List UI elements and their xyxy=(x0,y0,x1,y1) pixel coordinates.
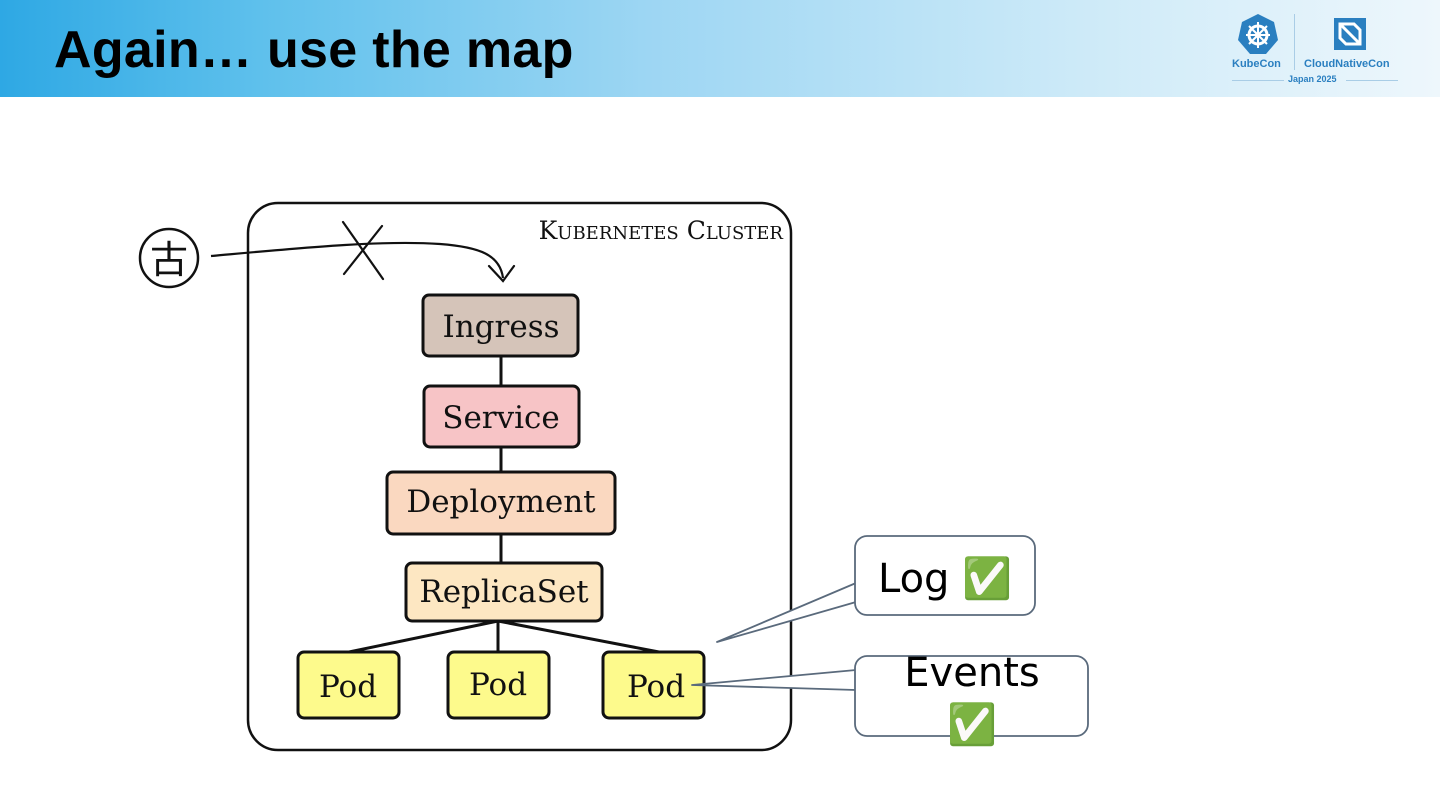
logo-event-text: Japan 2025 xyxy=(1288,74,1337,84)
pod-box-2 xyxy=(446,650,551,720)
pod-label-2: Pod xyxy=(469,667,527,703)
log-callout-box xyxy=(854,535,1036,616)
log-callout-pointer xyxy=(716,582,857,643)
events-callout-pointer xyxy=(691,669,857,691)
cluster-boundary xyxy=(246,201,793,752)
events-callout: Events ✅ xyxy=(691,650,1089,748)
log-callout-text: Log ✅ xyxy=(878,555,1012,602)
logo-divider xyxy=(1294,14,1295,70)
pod-label-1: Pod xyxy=(319,669,377,705)
ingress-box xyxy=(421,293,580,358)
slide-header: Again… use the map KubeCon CloudNativeCo… xyxy=(0,0,1440,97)
deployment-box xyxy=(385,470,617,536)
events-callout-text: Events xyxy=(904,650,1039,696)
pod-node-3[interactable]: Pod xyxy=(601,650,706,720)
deployment-label: Deployment xyxy=(406,484,596,520)
log-callout: Log ✅ xyxy=(716,535,1036,643)
user-circle xyxy=(138,227,200,289)
pod-box-1 xyxy=(296,650,401,720)
events-callout-check-icon: ✅ xyxy=(947,701,997,748)
pod-node-2[interactable]: Pod xyxy=(446,650,551,720)
logo-cloudnativecon-text: CloudNativeCon xyxy=(1304,58,1390,70)
logo-rule-left xyxy=(1232,80,1284,81)
arrow-head xyxy=(487,264,516,283)
kubecon-logo: KubeCon CloudNativeCon Japan 2025 xyxy=(1228,10,1408,90)
cluster-label: Kubernetes Cluster xyxy=(539,216,784,245)
log-callout-gap xyxy=(856,584,860,602)
replicaset-node[interactable]: ReplicaSet xyxy=(404,561,604,623)
connector-replicaset-pod-1 xyxy=(348,619,499,654)
kubernetes-helm-icon xyxy=(1238,14,1278,54)
connector-replicaset-pod-3 xyxy=(497,619,660,654)
pod-node-1[interactable]: Pod xyxy=(296,650,401,720)
deployment-node[interactable]: Deployment xyxy=(385,470,617,536)
pod-label-3: Pod xyxy=(627,669,685,705)
slide-title: Again… use the map xyxy=(54,21,574,79)
blocked-mark-stroke-2 xyxy=(342,224,384,276)
events-callout-gap xyxy=(856,671,860,689)
logo-kubecon-text: KubeCon xyxy=(1232,58,1281,70)
request-arrow xyxy=(210,241,505,279)
ingress-label: Ingress xyxy=(442,309,559,345)
replicaset-box xyxy=(404,561,604,623)
service-node[interactable]: Service xyxy=(422,384,581,449)
cloudnative-icon xyxy=(1334,18,1366,50)
events-callout-box xyxy=(854,655,1089,737)
replicaset-label: ReplicaSet xyxy=(419,574,589,610)
logo-rule-right xyxy=(1346,80,1398,81)
service-box xyxy=(422,384,581,449)
user-glyph: 古 xyxy=(150,238,188,282)
ingress-node[interactable]: Ingress xyxy=(421,293,580,358)
service-label: Service xyxy=(442,400,560,436)
